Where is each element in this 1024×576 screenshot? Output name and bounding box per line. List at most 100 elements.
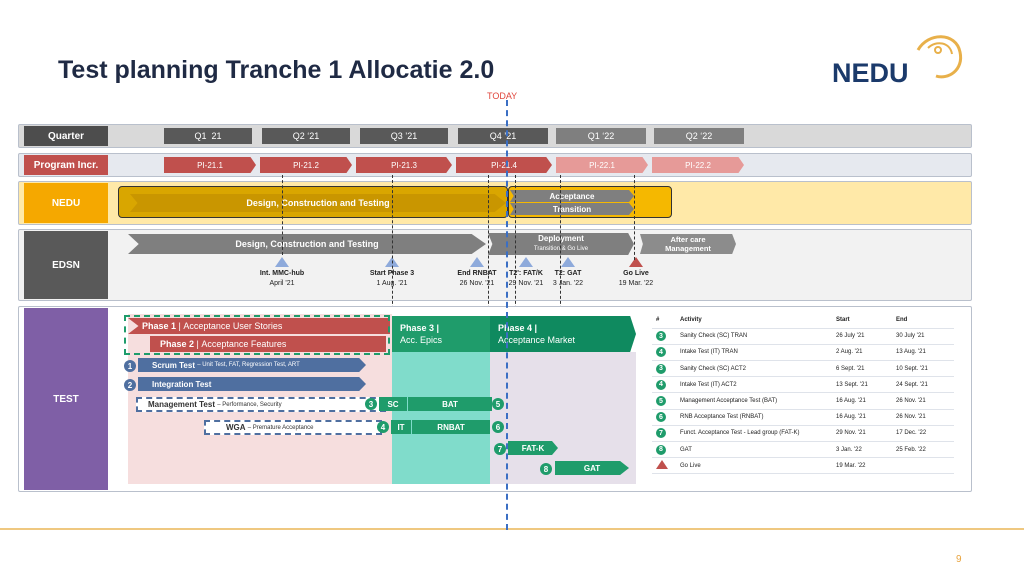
quarter-q2-21: Q2 ‘21 <box>262 128 350 144</box>
edsn-aftercare-label-2: Management <box>665 244 711 253</box>
row-start: 29 Nov. '21 <box>832 425 892 443</box>
milestone-date: April '21 <box>269 280 295 287</box>
logo-swirl-icon <box>916 35 963 79</box>
milestone-fatk: T2': FAT/K 29 Nov. '21 <box>504 257 548 289</box>
nedu-design-label: Design, Construction and Testing <box>130 194 506 212</box>
step-5-badge: 5 <box>492 398 504 410</box>
edsn-deployment-bar: Deployment Transition & Go Live <box>488 233 634 255</box>
milestone-marker-icon <box>519 257 533 267</box>
row-start: 16 Aug. '21 <box>832 409 892 426</box>
edsn-aftercare-label-1: After care <box>670 235 706 244</box>
it-bar: IT <box>391 420 411 434</box>
row-num-badge: 4 <box>656 347 666 358</box>
sc-bar: SC <box>379 397 407 411</box>
step-8-badge: 8 <box>540 463 552 475</box>
phase-2-label: Phase 2 <box>160 339 195 349</box>
col-start: Start <box>832 312 892 329</box>
row-start: 16 Aug. '21 <box>832 392 892 410</box>
integration-test-bar: Integration Test <box>138 377 366 391</box>
milestone-marker-icon <box>561 257 575 267</box>
quarter-label: Quarter <box>24 126 108 146</box>
phase-1-2-dashed-outline <box>124 315 390 355</box>
pi-21-4: PI-21.4 <box>456 157 552 173</box>
pi-22-1: PI-22.1 <box>556 157 648 173</box>
row-num-badge: 6 <box>656 412 666 423</box>
row-activity: Intake Test (IT) ACT2 <box>676 376 832 394</box>
step-1-badge: 1 <box>124 360 136 372</box>
go-live-marker-icon <box>656 460 668 470</box>
row-start: 19 Mar. '22 <box>832 457 892 475</box>
nedu-transition: Transition <box>510 203 634 215</box>
row-end: 10 Sept. '21 <box>892 360 954 378</box>
milestone-date: 26 Nov. '21 <box>459 280 495 287</box>
program-label: Program Incr. <box>24 155 108 175</box>
row-end: 26 Nov. '21 <box>892 409 954 426</box>
step-4-badge: 4 <box>377 421 389 433</box>
quarter-q1-22: Q1 ‘22 <box>556 128 646 144</box>
today-label: TODAY <box>487 91 518 101</box>
row-activity: Management Acceptance Test (BAT) <box>676 392 832 410</box>
phase-2-desc: Acceptance Features <box>201 339 287 349</box>
milestone-name: Start Phase 3 <box>369 270 415 277</box>
row-activity: Funct. Acceptance Test - Lead group (FAT… <box>676 425 832 443</box>
row-end <box>892 457 954 475</box>
guide-line-golive <box>634 175 635 260</box>
milestone-name: End RNBAT <box>457 270 497 277</box>
row-start: 13 Sept. '21 <box>832 376 892 394</box>
quarter-q3-21: Q3 ’21 <box>360 128 448 144</box>
row-num-badge: 4 <box>656 379 666 390</box>
pi-21-1: PI-21.1 <box>164 157 256 173</box>
row-start: 3 Jan. '22 <box>832 441 892 459</box>
management-test-label: Management Test <box>148 400 215 409</box>
page-number: 9 <box>956 554 962 565</box>
row-end: 17 Dec. '22 <box>892 425 954 443</box>
col-activity: Activity <box>676 312 832 329</box>
milestone-name: Go Live <box>623 270 649 277</box>
milestone-marker-icon <box>470 257 484 267</box>
row-num-badge: 5 <box>656 396 666 407</box>
pi-21-3: PI-21.3 <box>356 157 452 173</box>
row-end: 26 Nov. '21 <box>892 392 954 410</box>
table-header-row: # Activity Start End <box>652 312 954 329</box>
today-line <box>506 100 508 530</box>
row-end: 30 July '21 <box>892 328 954 345</box>
scrum-test-sub: – Unit Test, FAT, Regression Test, ART <box>197 362 300 368</box>
row-num-badge: 8 <box>656 444 666 455</box>
edsn-design-bar: Design, Construction and Testing <box>128 234 486 254</box>
milestone-name: T2': FAT/K <box>509 270 543 277</box>
row-end: 25 Feb. '22 <box>892 441 954 459</box>
step-7-badge: 7 <box>494 443 506 455</box>
pi-21-2: PI-21.2 <box>260 157 352 173</box>
phase-3-bar: Phase 3 | Acc. Epics <box>392 316 492 352</box>
phase-3-desc: Acc. Epics <box>400 335 443 345</box>
phase-1-label: Phase 1 <box>142 321 177 331</box>
nedu-acceptance: Acceptance <box>510 190 634 202</box>
milestone-gat: T2: GAT 3 Jan. '22 <box>546 257 590 289</box>
pi-22-2: PI-22.2 <box>652 157 744 173</box>
milestone-marker-icon <box>275 257 289 267</box>
table-row: 5 Management Acceptance Test (BAT)16 Aug.… <box>652 392 954 410</box>
milestone-date: 3 Jan. '22 <box>552 280 584 287</box>
management-test-sub: – Performance, Security <box>217 401 282 408</box>
phase-1-desc: Acceptance User Stories <box>183 321 283 331</box>
step-6-badge: 6 <box>492 421 504 433</box>
quarter-q2-22: Q2 ‘22 <box>654 128 744 144</box>
milestone-date: 29 Nov. '21 <box>508 280 544 287</box>
row-end: 24 Sept. '21 <box>892 376 954 394</box>
milestone-name: Int. MMC-hub <box>259 270 305 277</box>
phase-3-label: Phase 3 | <box>400 323 440 333</box>
nedu-label: NEDU <box>24 183 108 223</box>
scrum-test-label: Scrum Test <box>152 360 195 370</box>
fatk-bar: FAT-K <box>508 441 558 455</box>
row-start: 6 Sept. '21 <box>832 360 892 378</box>
gat-bar: GAT <box>555 461 629 475</box>
wga-label: WGA <box>226 423 246 432</box>
row-end: 13 Aug. '21 <box>892 344 954 362</box>
milestone-date: 1 Aug. '21 <box>376 280 408 287</box>
wga-bar: WGA – Premature Acceptance <box>204 420 382 435</box>
row-num-badge: 3 <box>656 331 666 342</box>
